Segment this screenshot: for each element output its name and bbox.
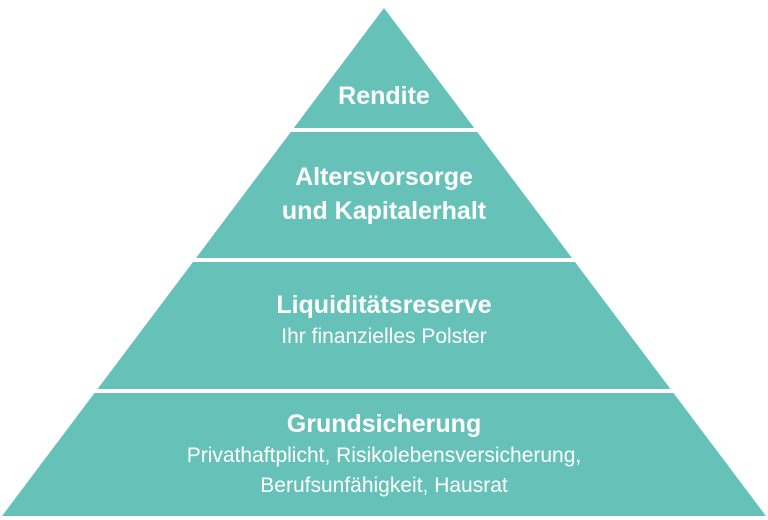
layer-grundsicherung-subtitle-line1: Privathaftplicht, Risikolebensversicheru… [186,444,582,467]
layer-liquiditaetsreserve-subtitle: Ihr finanzielles Polster [281,325,487,348]
layer-altersvorsorge: Altersvorsorge und Kapitalerhalt [0,160,768,228]
layer-grundsicherung: Grundsicherung Privathaftplicht, Risikol… [0,407,768,501]
layer-rendite: Rendite [0,79,768,113]
layer-grundsicherung-subtitle-line2: Berufsunfähigkeit, Hausrat [260,474,508,497]
layer-altersvorsorge-title-line2: und Kapitalerhalt [281,197,487,225]
layer-liquiditaetsreserve: Liquiditätsreserve Ihr finanzielles Pols… [0,288,768,352]
layer-altersvorsorge-title: Altersvorsorge [295,163,473,191]
layer-rendite-title: Rendite [338,82,430,110]
layer-grundsicherung-title: Grundsicherung [286,410,482,438]
layer-liquiditaetsreserve-title: Liquiditätsreserve [276,291,492,319]
